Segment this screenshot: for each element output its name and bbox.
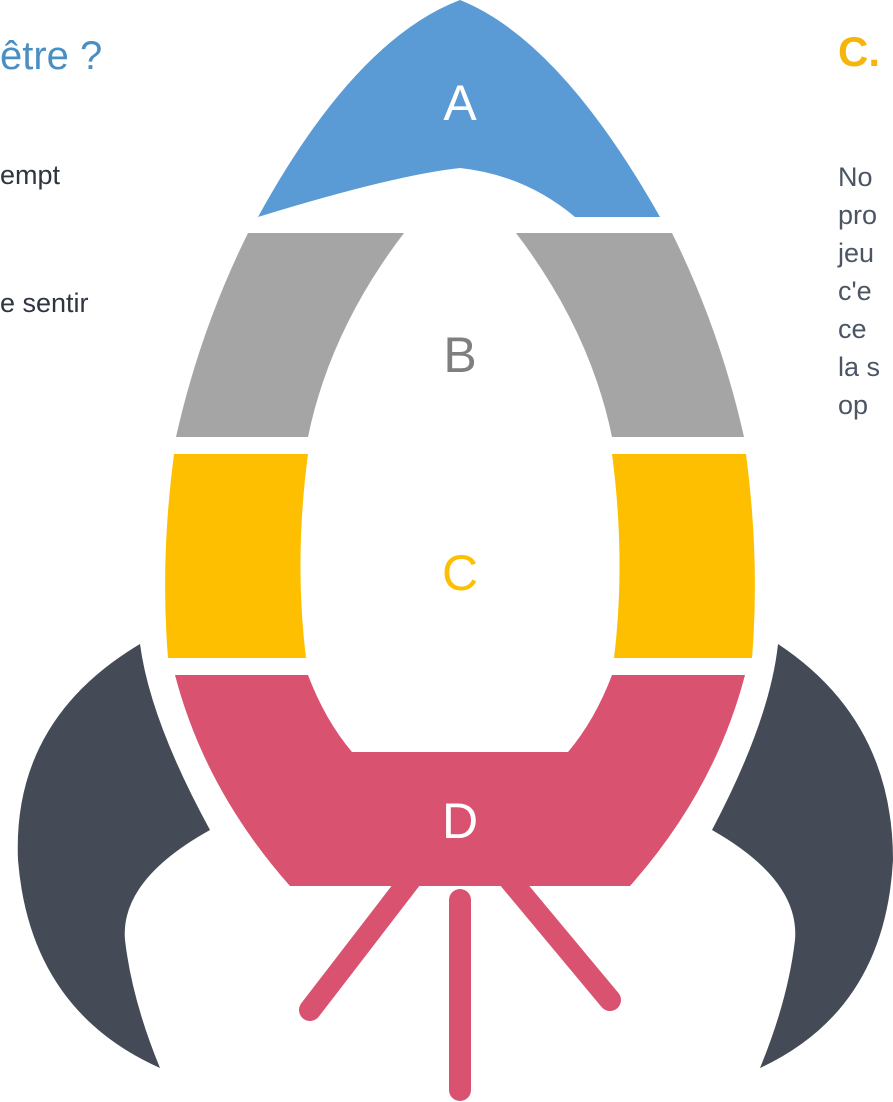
- right-text-line-1: No: [838, 162, 873, 192]
- segment-c-left: [165, 454, 308, 658]
- right-text-line-6: la s: [838, 352, 881, 382]
- right-text-line-4: c'e: [838, 276, 872, 306]
- label-a: A: [443, 75, 477, 131]
- right-text-line-3: jeu: [838, 238, 875, 268]
- segment-b-right: [516, 233, 744, 437]
- left-heading: être ?: [0, 34, 103, 78]
- segment-c-right: [612, 454, 755, 658]
- right-text-line-7: op: [838, 390, 869, 420]
- left-fin: [17, 644, 211, 1068]
- segment-d: [175, 675, 745, 886]
- label-c: C: [442, 545, 478, 601]
- label-d: D: [442, 793, 478, 849]
- exhaust-left-line: [299, 869, 421, 1021]
- right-text-line-2: pro: [838, 200, 878, 230]
- right-paragraph: No pro jeu c'e ce la s op: [838, 158, 880, 424]
- exhaust: [299, 869, 621, 1101]
- right-text-line-5: ce: [838, 314, 867, 344]
- exhaust-right-line: [499, 869, 621, 1011]
- segment-b-left: [176, 233, 404, 437]
- left-text-line-2: e sentir: [0, 288, 89, 318]
- right-fin: [712, 644, 893, 1068]
- segment-a: [258, 0, 660, 217]
- right-heading: C.: [838, 28, 880, 75]
- left-text-line-1: empt: [0, 160, 61, 190]
- label-b: B: [443, 327, 476, 383]
